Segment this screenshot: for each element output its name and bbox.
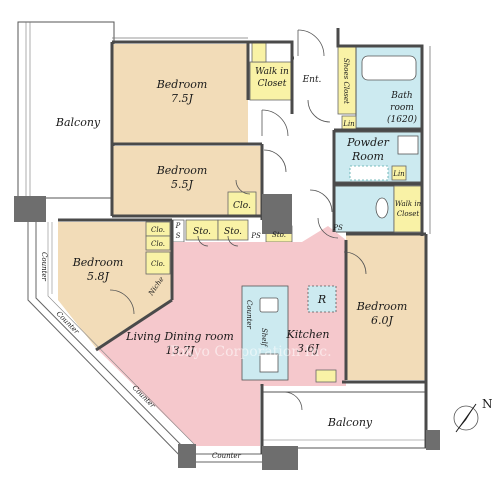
bedroom-7-5-area-label: 7.5J <box>171 92 193 105</box>
kitchen-pantry <box>315 369 337 383</box>
storage-3-label: Sto. <box>272 231 286 239</box>
living-dining-label: Living Dining room <box>125 330 234 343</box>
ps-label-3: PS <box>332 224 343 232</box>
lin-shelf-2 <box>391 165 407 181</box>
column-center <box>262 194 292 234</box>
living-dining-area-label: 13.7J <box>166 344 195 357</box>
balcony-south-label: Balcony <box>327 416 373 429</box>
entrance-area <box>294 58 338 114</box>
walk-in-closet-1-line2: Closet <box>258 79 287 89</box>
door-swings <box>109 29 367 411</box>
column-sw <box>178 444 196 468</box>
bath-room-line1: Bath <box>390 91 412 101</box>
counter-label-west: Counter <box>40 252 48 282</box>
balcony-west <box>17 21 115 199</box>
ps-label-p: P <box>175 222 181 230</box>
refrigerator-label: R <box>317 293 326 306</box>
column-se <box>262 446 298 470</box>
lin-label-1: Lin <box>342 120 355 128</box>
balcony-west-label: Balcony <box>55 116 101 129</box>
ps-label-s: S <box>176 232 181 240</box>
closet-bedroom-5-5 <box>227 191 257 217</box>
closet-5-8-b-label: Clo. <box>151 240 165 248</box>
walk-in-closet-1 <box>249 61 293 101</box>
storage-2 <box>217 219 249 241</box>
bath-room-line3: (1620) <box>387 114 417 125</box>
bedroom-5-5-area-label: 5.5J <box>171 178 193 191</box>
walls <box>58 28 428 454</box>
closet-5-8-c-label: Clo. <box>151 260 165 268</box>
counter-band <box>27 222 262 463</box>
bath-room-line2: room <box>390 103 414 113</box>
kitchen-shelf-label: Shelf <box>260 328 268 348</box>
bedroom-5-8-area-label: 5.8J <box>87 270 109 283</box>
walk-in-closet-1-shelf <box>251 41 267 63</box>
kitchen-area-label: 3.6J <box>297 342 319 355</box>
toilet <box>375 197 389 219</box>
closet-5-8-a-label: Clo. <box>151 226 165 234</box>
storage-2-label: Sto. <box>224 227 242 237</box>
bedroom-5-8-area <box>58 222 172 348</box>
bedroom-7-5-area <box>112 44 248 144</box>
walk-in-closet-2 <box>393 185 423 233</box>
living-dining-area <box>98 226 346 446</box>
kitchen-label: Kitchen <box>286 328 330 341</box>
entrance-label: Ent. <box>302 75 322 85</box>
kitchen-counter-label: Counter <box>245 300 253 330</box>
powder-room-line2: Room <box>351 150 384 163</box>
bedroom-6-0-label: Bedroom <box>356 300 408 313</box>
closet-bedroom-5-5-label: Clo. <box>233 201 251 211</box>
closet-5-8-c <box>145 251 171 275</box>
column-nw <box>14 196 46 222</box>
walk-in-closet-2-line1: Walk in <box>395 200 422 208</box>
north-arrow-icon <box>453 403 479 433</box>
shoes-closet-label: Shoes Closet <box>342 58 350 104</box>
walk-in-closet-2-line2: Closet <box>397 210 420 218</box>
counter-label-south: Counter <box>212 452 242 460</box>
walk-in-closet-1-line1: Walk in <box>255 67 289 77</box>
column-e <box>426 430 440 450</box>
powder-room-basin <box>397 135 419 155</box>
kitchen-stove <box>259 353 279 373</box>
refrigerator-box <box>307 285 337 313</box>
north-label: N <box>482 397 493 411</box>
lin-label-2: Lin <box>392 170 405 178</box>
kitchen-sink <box>259 297 279 313</box>
bedroom-6-0-area-label: 6.0J <box>371 314 393 327</box>
storage-1-label: Sto. <box>193 227 211 237</box>
balcony-south <box>261 391 427 449</box>
powder-room-counter <box>349 165 389 181</box>
ps-label-2: PS <box>250 232 261 240</box>
closet-5-8-b <box>145 235 171 251</box>
bedroom-7-5-label: Bedroom <box>156 78 208 91</box>
watermark: Tokyo Corporation Inc. <box>168 344 331 360</box>
bedroom-5-8-label: Bedroom <box>72 256 124 269</box>
bedroom-5-5-label: Bedroom <box>156 164 208 177</box>
powder-room-line1: Powder <box>346 136 390 149</box>
bathtub <box>361 55 417 81</box>
